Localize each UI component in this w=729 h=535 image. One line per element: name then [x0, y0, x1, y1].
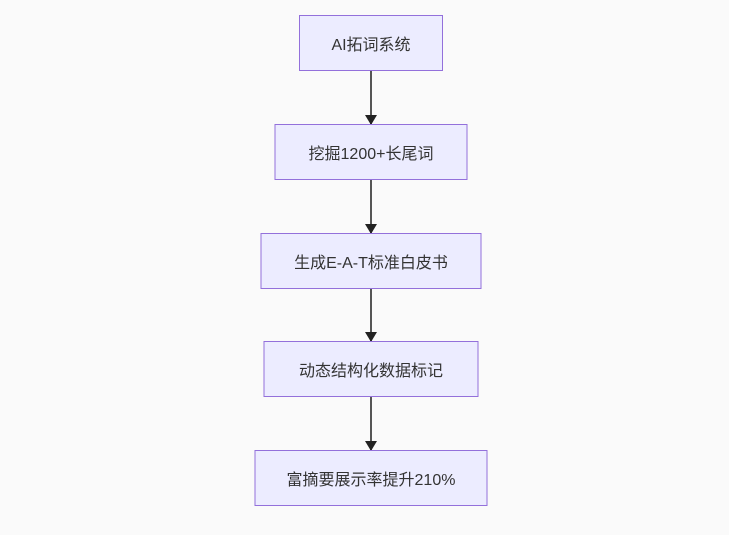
arrowhead-icon — [365, 224, 377, 234]
node-label: 富摘要展示率提升210% — [286, 472, 456, 489]
arrowhead-icon — [365, 115, 377, 125]
arrow-shaft — [370, 71, 372, 124]
flowchart-node-structured-data: 动态结构化数据标记 — [263, 341, 479, 397]
node-label: 生成E-A-T标准白皮书 — [294, 255, 448, 272]
flowchart-node-longtail-mining: 挖掘1200+长尾词 — [274, 124, 468, 180]
node-label: 动态结构化数据标记 — [298, 363, 443, 380]
arrowhead-icon — [365, 332, 377, 342]
node-label: AI拓词系统 — [331, 37, 411, 54]
flowchart-node-eat-whitepaper: 生成E-A-T标准白皮书 — [260, 233, 482, 289]
arrow-shaft — [370, 180, 372, 233]
arrow-shaft — [370, 289, 372, 341]
node-label: 挖掘1200+长尾词 — [308, 146, 434, 163]
arrow-shaft — [370, 397, 372, 450]
flowchart-node-ai-system: AI拓词系统 — [299, 15, 443, 71]
arrowhead-icon — [365, 441, 377, 451]
flowchart-node-rich-snippet-result: 富摘要展示率提升210% — [254, 450, 488, 506]
